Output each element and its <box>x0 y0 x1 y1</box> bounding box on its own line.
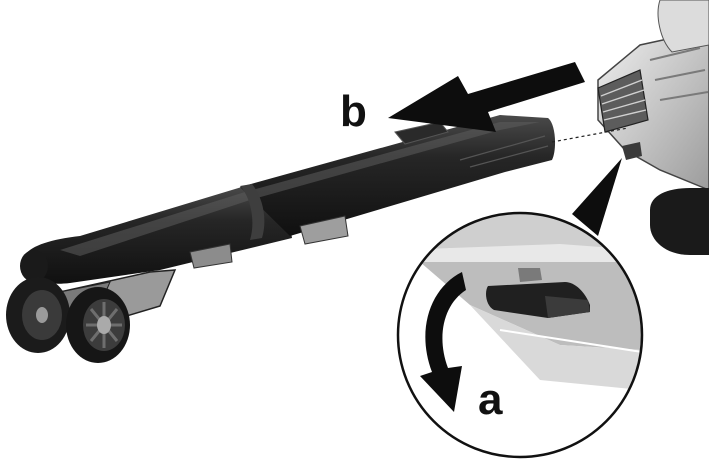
device-latch-slot <box>622 142 642 160</box>
device-top <box>657 0 709 53</box>
callout-pointer <box>572 158 622 236</box>
device-handle <box>650 188 709 255</box>
wheel-front <box>66 287 130 363</box>
label-a: a <box>478 375 503 424</box>
blower-body <box>597 0 709 255</box>
tube-clip <box>299 215 349 245</box>
nozzle-tip <box>20 250 48 282</box>
tube-rear-section <box>240 115 556 236</box>
wheel-rear <box>6 277 70 353</box>
tube-highlight <box>60 122 540 256</box>
tube-nozzle <box>22 186 292 284</box>
curved-arrow-down-icon <box>420 272 466 412</box>
arrow-left-icon <box>388 62 585 132</box>
tube-latch-tab[interactable] <box>394 121 449 145</box>
tube-joint <box>240 184 265 240</box>
wheel-carriage <box>6 269 177 363</box>
alignment-line <box>551 127 629 143</box>
detail-inset: a <box>396 211 644 459</box>
blower-tube <box>20 115 556 284</box>
label-b: b <box>340 87 367 136</box>
device-outlet <box>597 69 649 133</box>
